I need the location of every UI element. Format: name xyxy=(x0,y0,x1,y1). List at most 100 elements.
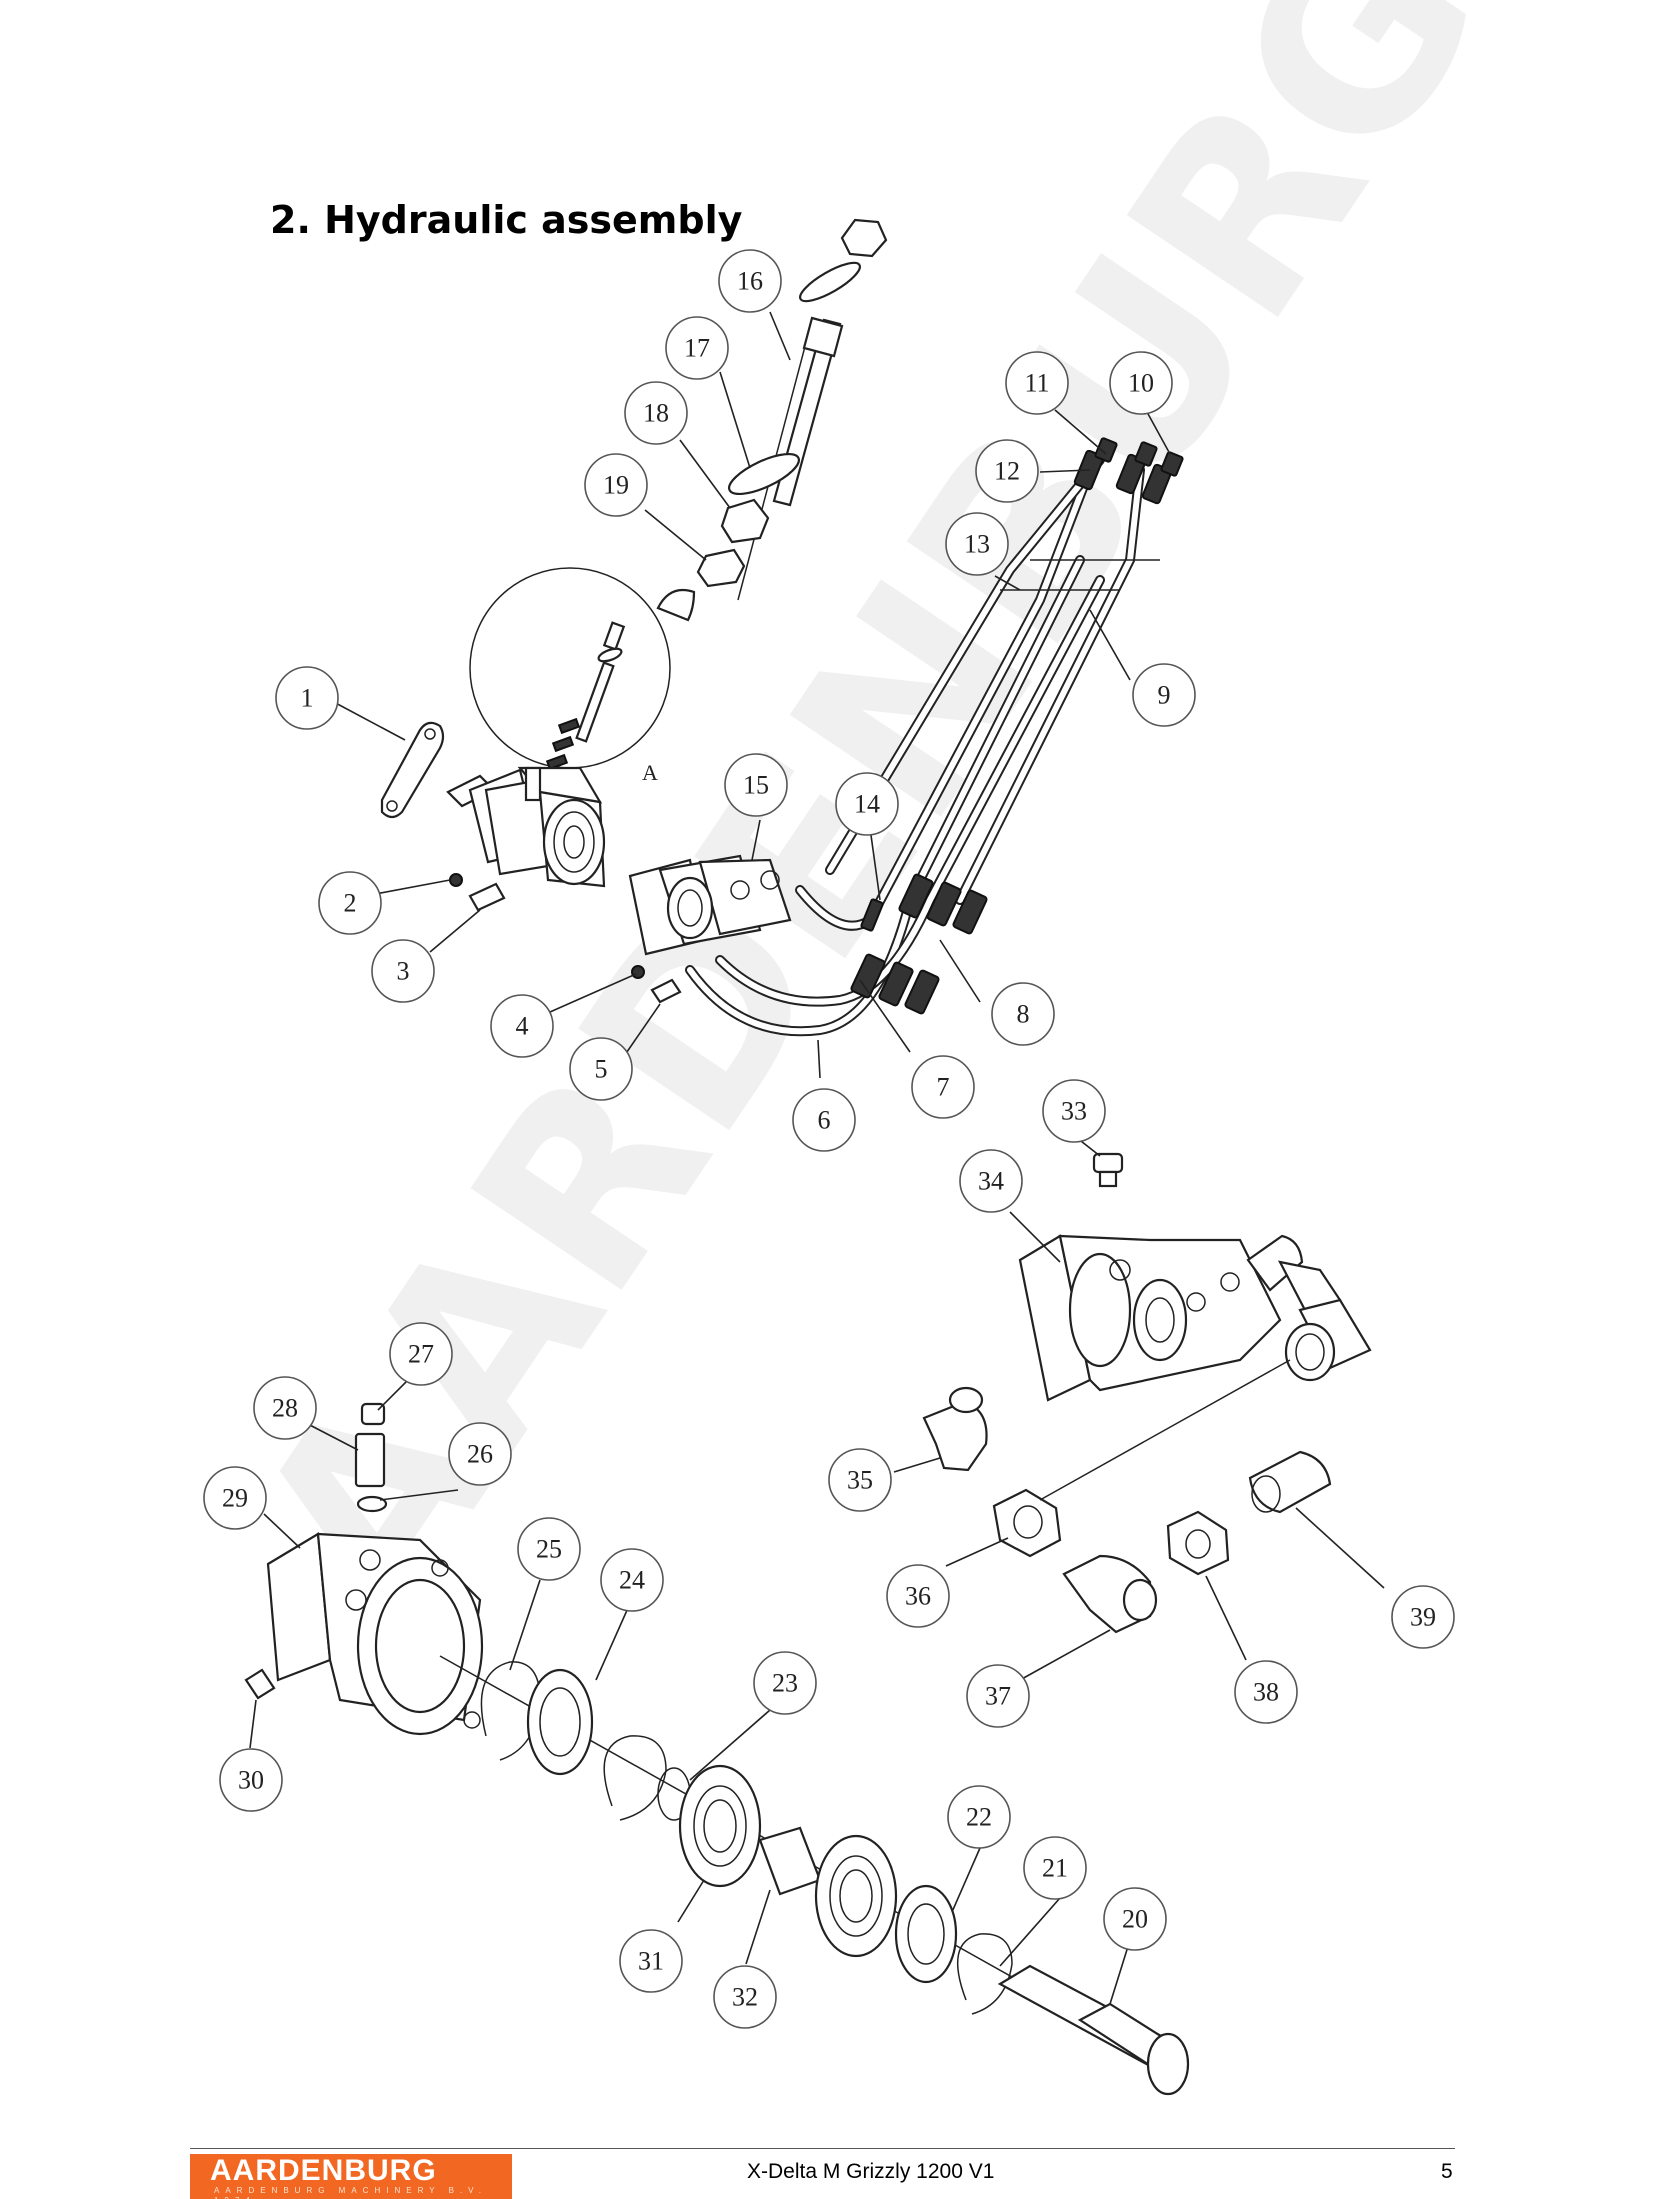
part-35-elbow xyxy=(922,1386,988,1472)
svg-text:14: 14 xyxy=(854,790,880,819)
callout-28: 28 xyxy=(253,1376,317,1440)
callout-5: 5 xyxy=(569,1037,633,1101)
svg-text:39: 39 xyxy=(1410,1603,1436,1632)
callout-32: 32 xyxy=(713,1965,777,2029)
callout-37: 37 xyxy=(966,1664,1030,1728)
svg-text:13: 13 xyxy=(964,530,990,559)
callout-8: 8 xyxy=(991,982,1055,1046)
svg-text:7: 7 xyxy=(937,1073,950,1102)
part-1-bracket xyxy=(380,721,445,819)
part-25-circlip xyxy=(480,1661,541,1761)
callout-35: 35 xyxy=(828,1448,892,1512)
callout-26: 26 xyxy=(448,1422,512,1486)
callout-20: 20 xyxy=(1103,1887,1167,1951)
svg-text:29: 29 xyxy=(222,1484,248,1513)
svg-text:32: 32 xyxy=(732,1983,758,2012)
svg-text:25: 25 xyxy=(536,1535,562,1564)
part-33-nipple xyxy=(1092,1152,1124,1188)
svg-text:34: 34 xyxy=(978,1167,1004,1196)
callout-19: 19 xyxy=(584,453,648,517)
callout-13: 13 xyxy=(945,512,1009,576)
part-10-11-12-fittings xyxy=(1073,437,1184,505)
callout-2: 2 xyxy=(318,871,382,935)
part-15-motor xyxy=(628,854,792,956)
svg-text:20: 20 xyxy=(1122,1905,1148,1934)
callout-22: 22 xyxy=(947,1785,1011,1849)
callout-15: 15 xyxy=(724,753,788,817)
part-21-circlip xyxy=(956,1933,1013,2015)
part-37-tee xyxy=(1062,1554,1158,1634)
part-38-nut xyxy=(1166,1510,1230,1576)
gearbox-housing xyxy=(446,766,606,888)
part-4-nut xyxy=(631,965,645,979)
svg-text:30: 30 xyxy=(238,1766,264,1795)
svg-text:19: 19 xyxy=(603,471,629,500)
part-20-shaft xyxy=(997,1964,1190,2096)
svg-text:21: 21 xyxy=(1042,1854,1068,1883)
callout-16: 16 xyxy=(718,249,782,313)
callout-18: 18 xyxy=(624,381,688,445)
callout-14: 14 xyxy=(835,772,899,836)
callout-9: 9 xyxy=(1132,663,1196,727)
svg-text:33: 33 xyxy=(1061,1097,1087,1126)
svg-text:2: 2 xyxy=(344,889,357,918)
svg-text:17: 17 xyxy=(684,334,710,363)
company-logo: AARDENBURG AARDENBURG MACHINERY B.V. 197… xyxy=(190,2154,512,2199)
callout-24: 24 xyxy=(600,1548,664,1612)
part-26-washer xyxy=(356,1495,388,1513)
callout-6: 6 xyxy=(792,1088,856,1152)
svg-text:27: 27 xyxy=(408,1340,434,1369)
part-22-spacer xyxy=(894,1884,958,1984)
svg-text:12: 12 xyxy=(994,457,1020,486)
part-8-fittings xyxy=(850,873,988,1015)
part-24-seal xyxy=(526,1668,594,1776)
callout-4: 4 xyxy=(490,994,554,1058)
assembly-axis-right xyxy=(1039,1359,1291,1501)
svg-text:37: 37 xyxy=(985,1682,1011,1711)
svg-text:24: 24 xyxy=(619,1566,645,1595)
svg-text:4: 4 xyxy=(516,1012,529,1041)
svg-text:36: 36 xyxy=(905,1582,931,1611)
part-5-bolt xyxy=(650,978,682,1004)
callout-34: 34 xyxy=(959,1149,1023,1213)
page-title: 2. Hydraulic assembly xyxy=(270,198,743,242)
part-3-bolt xyxy=(468,882,506,912)
callout-7: 7 xyxy=(911,1055,975,1119)
part-36-nut xyxy=(992,1488,1062,1558)
part-2-nut xyxy=(449,873,463,887)
svg-text:26: 26 xyxy=(467,1440,493,1469)
part-18-nut xyxy=(720,498,770,544)
exploded-diagram: A xyxy=(203,218,1455,2096)
callout-11: 11 xyxy=(1005,351,1069,415)
part-17-washer xyxy=(728,452,800,496)
svg-text:31: 31 xyxy=(638,1947,664,1976)
callout-23: 23 xyxy=(753,1651,817,1715)
svg-text:22: 22 xyxy=(966,1803,992,1832)
callout-39: 39 xyxy=(1391,1585,1455,1649)
bearing-2 xyxy=(814,1834,898,1958)
part-34-housing xyxy=(1018,1234,1372,1402)
hose-bundle xyxy=(685,455,1160,1037)
callout-27: 27 xyxy=(389,1322,453,1386)
part-32-sleeve xyxy=(758,1826,822,1896)
callout-12: 12 xyxy=(975,439,1039,503)
document-title: X-Delta M Grizzly 1200 V1 xyxy=(747,2160,995,2183)
part-29-housing xyxy=(266,1532,484,1736)
callout-1: 1 xyxy=(275,666,339,730)
page-number: 5 xyxy=(1441,2160,1453,2183)
svg-text:1: 1 xyxy=(301,684,314,713)
svg-text:38: 38 xyxy=(1253,1678,1279,1707)
callout-36: 36 xyxy=(886,1564,950,1628)
callout-17: 17 xyxy=(665,316,729,380)
part-30-plug xyxy=(244,1668,276,1700)
svg-text:9: 9 xyxy=(1158,681,1171,710)
part-28-extension xyxy=(354,1432,386,1488)
dome-cap xyxy=(656,588,696,622)
callout-21: 21 xyxy=(1023,1836,1087,1900)
svg-text:15: 15 xyxy=(743,771,769,800)
circlip-2 xyxy=(603,1735,667,1821)
svg-text:18: 18 xyxy=(643,399,669,428)
callout-10: 10 xyxy=(1109,351,1173,415)
svg-text:16: 16 xyxy=(737,267,763,296)
part-19-nut xyxy=(696,548,746,588)
